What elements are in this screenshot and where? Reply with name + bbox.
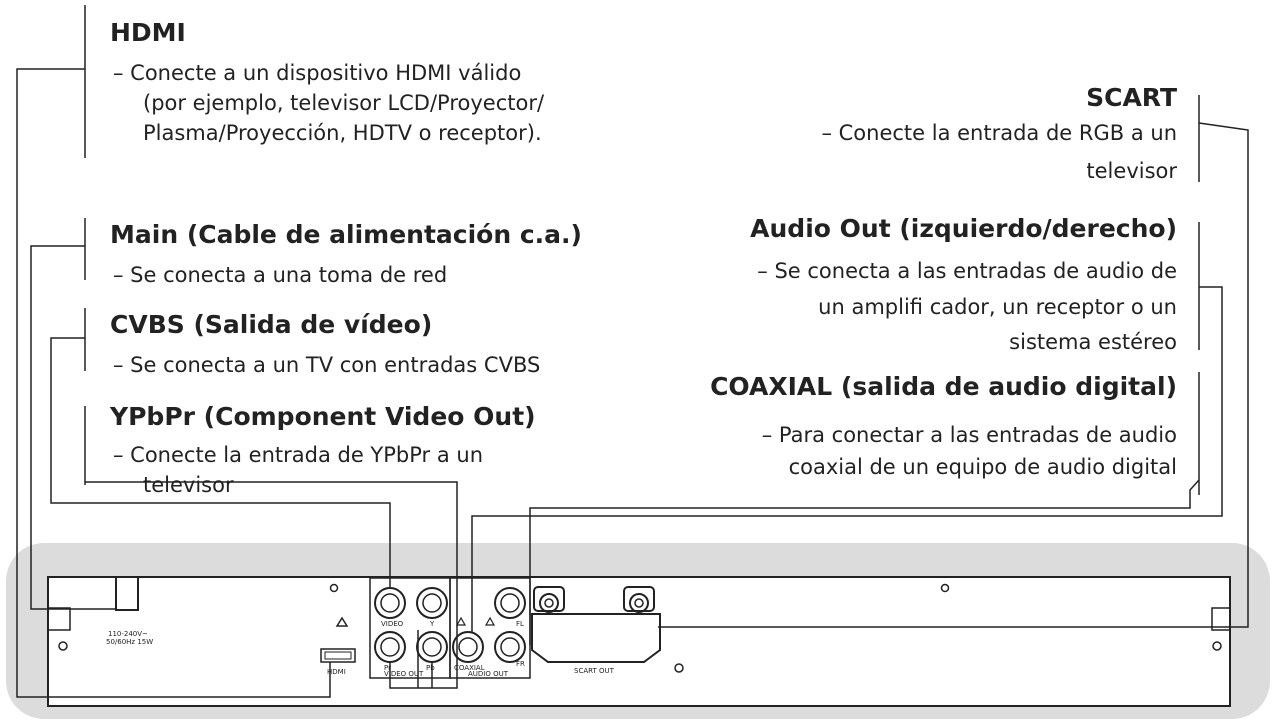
scart-port: [531, 613, 661, 663]
pb-jack: [374, 631, 406, 663]
pr-jack: [416, 631, 448, 663]
scart-line-1: – Conecte la entrada de RGB a un: [821, 121, 1177, 145]
cvbs-title: CVBS (Salida de vídeo): [110, 310, 433, 339]
hdmi-port: [320, 648, 356, 663]
video-group-label: VIDEO OUT: [384, 670, 424, 678]
ypbpr-line-2: televisor: [143, 473, 234, 497]
fr-jack: [494, 631, 526, 663]
audio-out-leader: [471, 286, 1223, 632]
fl-port-label: FL: [516, 620, 524, 628]
hdmi-leader: [16, 68, 331, 698]
device-rear-panel: [47, 576, 1231, 707]
audio-group-label: AUDIO OUT: [468, 670, 509, 678]
scart-title: SCART: [1086, 83, 1177, 112]
pb-port-label: Pb: [426, 664, 435, 672]
ypbpr-line-1: – Conecte la entrada de YPbPr a un: [113, 443, 484, 467]
audio-out-title: Audio Out (izquierdo/derecho): [750, 214, 1177, 243]
ypbpr-title: YPbPr (Component Video Out): [110, 402, 536, 431]
pr-port-label: Pr: [384, 664, 391, 672]
hdmi-title: HDMI: [110, 18, 186, 47]
main-leader: [30, 245, 116, 610]
scart-line-2: televisor: [1086, 159, 1177, 183]
coaxial-port-label: COAXIAL: [454, 664, 485, 672]
scart-port-label: SCART OUT: [574, 667, 615, 675]
coaxial-jack: [452, 631, 484, 663]
scart-screw-left: [533, 586, 565, 613]
scart-leader: [658, 122, 1249, 628]
coaxial-line-1: – Para conectar a las entradas de audio: [761, 423, 1177, 447]
coaxial-line-2: coaxial de un equipo de audio digital: [788, 455, 1177, 479]
power-rating-2: 50/60Hz 15W: [106, 638, 153, 646]
main-title: Main (Cable de alimentación c.a.): [110, 220, 582, 249]
scart-screw-right: [623, 586, 655, 613]
hdmi-line-3: Plasma/Proyección, HDTV o receptor).: [143, 121, 542, 145]
hdmi-line-2: (por ejemplo, televisor LCD/Proyector/: [143, 91, 545, 115]
coaxial-title: COAXIAL (salida de audio digital): [710, 372, 1177, 401]
fr-port-label: FR: [516, 660, 525, 668]
main-line-1: – Se conecta a una toma de red: [113, 263, 448, 287]
audio-out-line-2: un amplifi cador, un receptor o un: [818, 295, 1177, 319]
hdmi-line-1: – Conecte a un dispositivo HDMI válido: [113, 61, 522, 85]
power-rating-1: 110-240V~: [108, 630, 148, 638]
audio-out-line-1: – Se conecta a las entradas de audio de: [757, 259, 1177, 283]
y-jack: [416, 587, 448, 619]
audio-out-line-3: sistema estéreo: [1009, 330, 1177, 354]
hdmi-port-label: HDMI: [327, 668, 346, 676]
cvbs-leader: [50, 337, 391, 588]
cvbs-line-1: – Se conecta a un TV con entradas CVBS: [113, 353, 541, 377]
y-port-label: Y: [429, 620, 435, 628]
video-jack: [374, 587, 406, 619]
coaxial-leader: [529, 479, 1200, 645]
fl-jack: [494, 587, 526, 619]
video-port-label: VIDEO: [381, 620, 404, 628]
ypbpr-leader: [85, 481, 458, 689]
